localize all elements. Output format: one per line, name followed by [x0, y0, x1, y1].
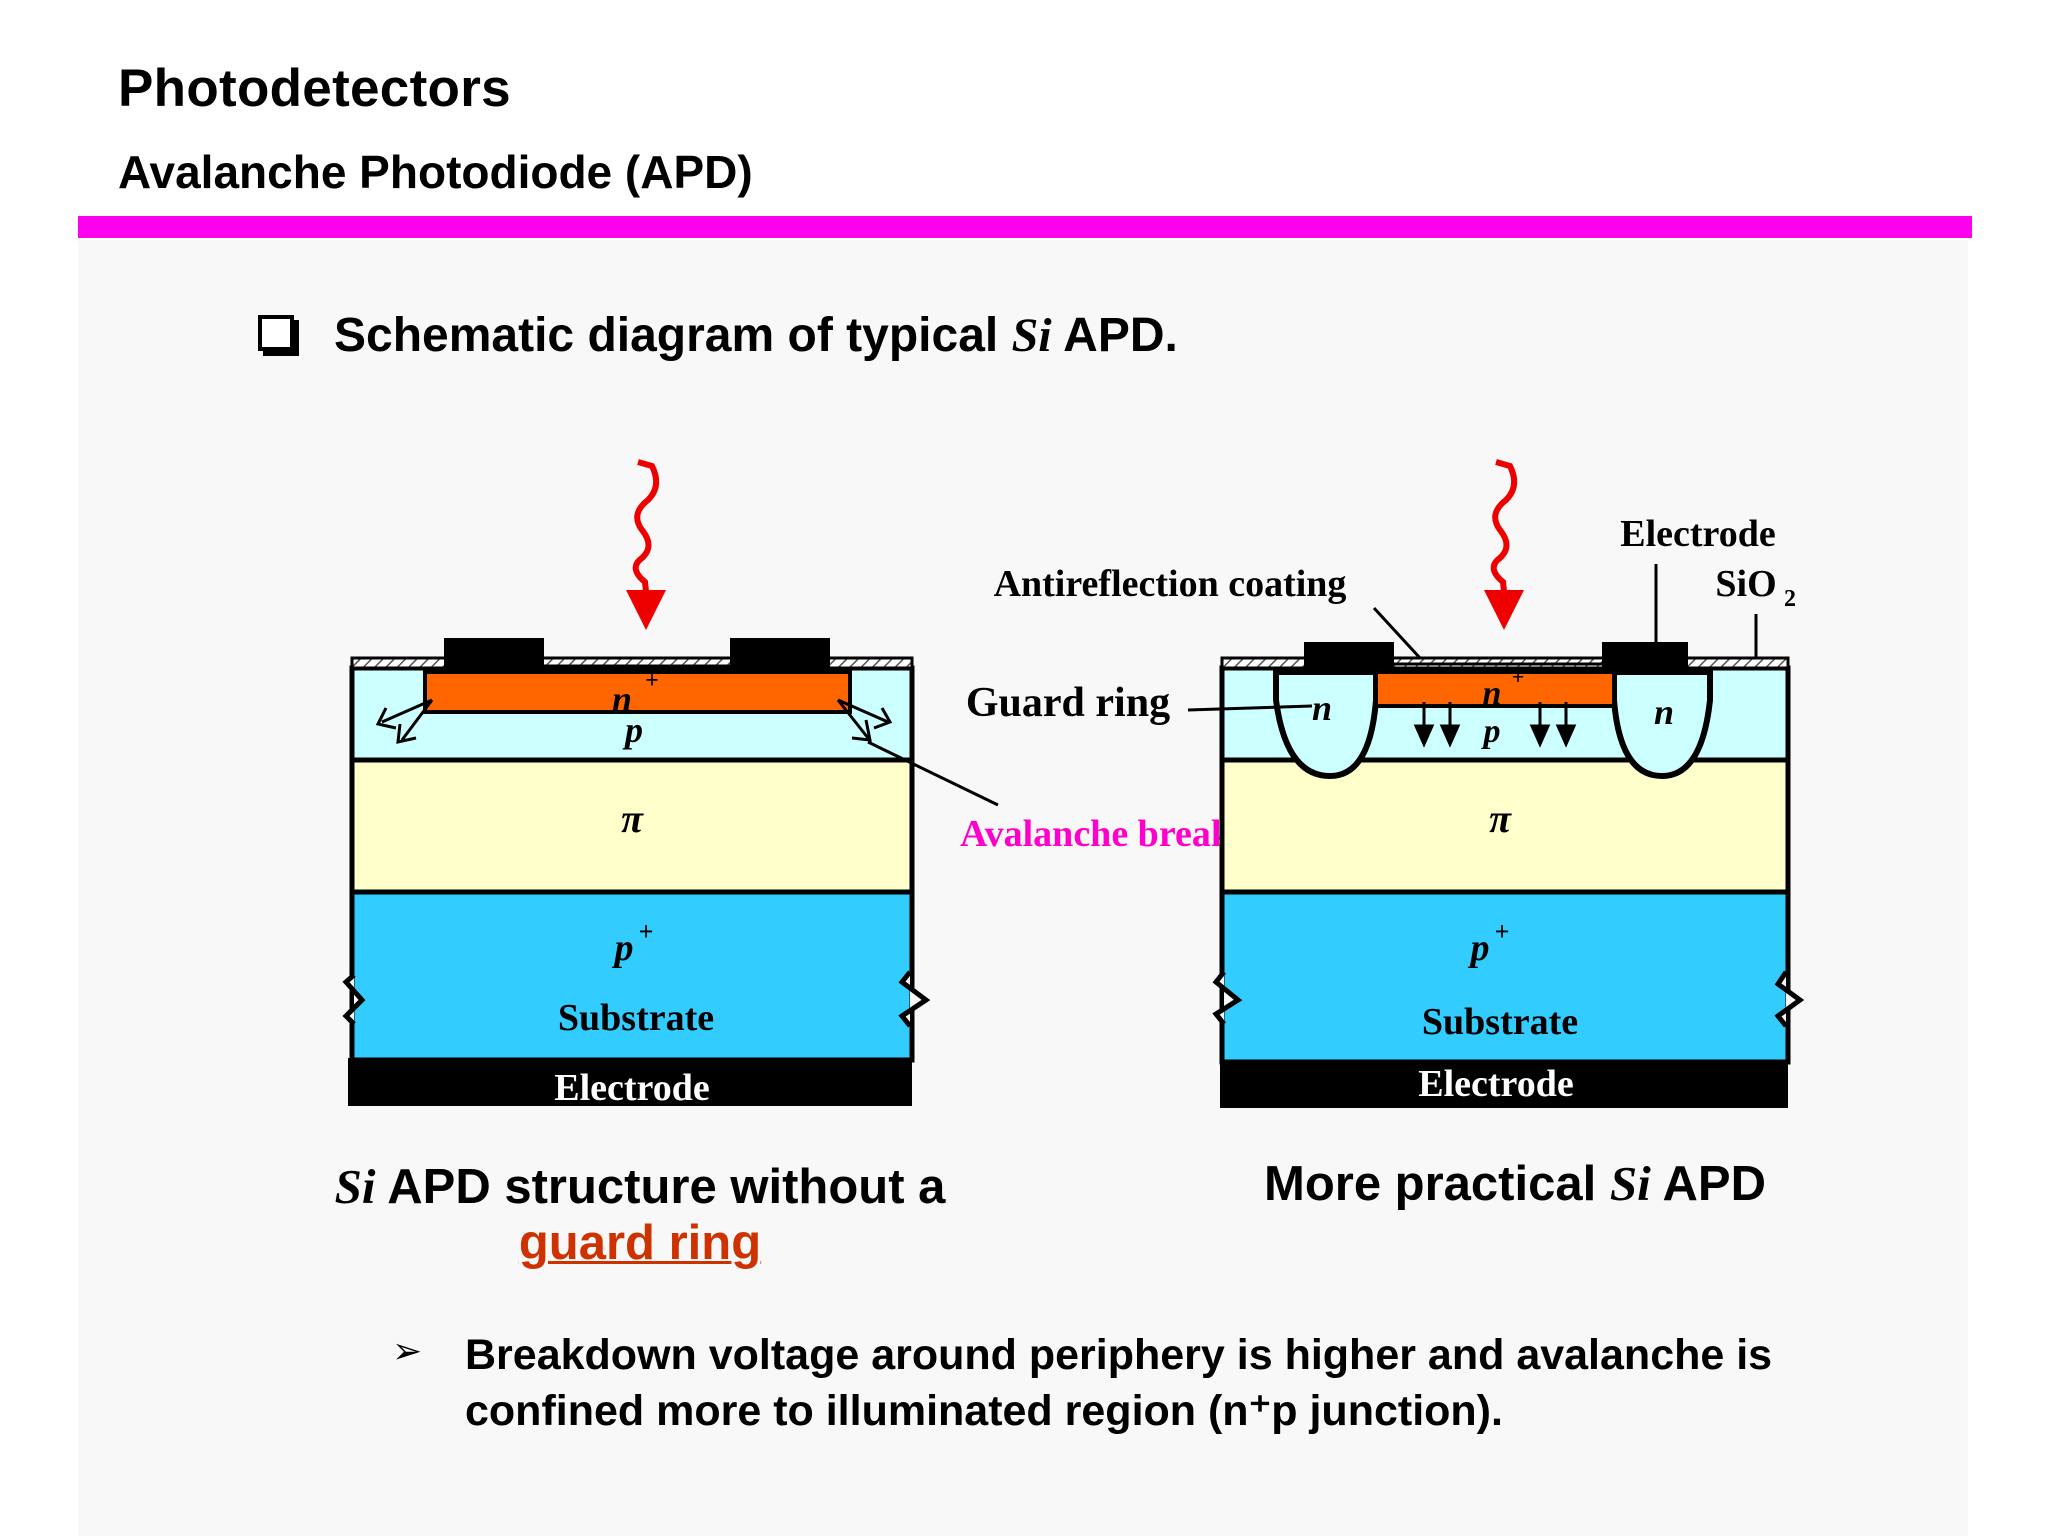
right-pi-label: π	[1489, 796, 1512, 841]
header-divider	[78, 216, 1972, 238]
right-avalanche-arrows	[1413, 702, 1577, 748]
left-caption-text: APD structure without a	[375, 1160, 946, 1214]
guard-ring-link[interactable]: guard ring	[518, 1216, 762, 1270]
left-bottom-electrode	[348, 1058, 912, 1106]
right-substrate-label: Substrate	[1422, 1001, 1578, 1043]
left-nplus-sup: +	[645, 668, 659, 694]
right-light-arrow-icon	[1490, 459, 1518, 611]
bullet-arrow-icon: ➢	[392, 1330, 423, 1371]
bullet-text: Breakdown voltage around periphery is hi…	[465, 1331, 1773, 1435]
left-electrode-label: Electrode	[554, 1067, 709, 1109]
left-break-mark-icon	[342, 973, 366, 1026]
right-caption: More practical Si APD	[1225, 1155, 1805, 1212]
left-substrate-label: Substrate	[558, 997, 714, 1039]
sio2-subscript: 2	[1784, 586, 1796, 612]
electrode-top-label: Electrode	[1620, 513, 1775, 555]
right-nplus-label: n	[1483, 675, 1502, 712]
left-p-label: p	[622, 710, 643, 750]
left-pi-layer	[349, 757, 915, 895]
left-pi-label: π	[621, 796, 644, 841]
left-oxide-coating	[350, 656, 914, 670]
left-nplus-label: n	[612, 679, 632, 719]
left-avalanche-arrows	[375, 698, 893, 744]
right-pplus-label: p	[1468, 927, 1490, 969]
sio2-label: SiO	[1715, 563, 1776, 605]
left-caption-italic: Si	[334, 1159, 376, 1214]
right-diagram-break-right-icon	[1774, 970, 1805, 1028]
antireflection-leader	[1372, 606, 1422, 660]
page-title: Photodetectors	[118, 59, 511, 118]
antireflection-label: Antireflection coating	[994, 563, 1347, 605]
left-nplus-layer	[423, 670, 852, 714]
heading-suffix: APD.	[1051, 309, 1178, 362]
right-break-mark-icon	[898, 970, 931, 1028]
right-nplus-layer	[1374, 670, 1616, 708]
right-apd-diagram: Antireflection coating Electrode SiO 2 G…	[966, 459, 1805, 1108]
left-caption: Si APD structure without a guard ring	[300, 1158, 980, 1271]
left-apd-diagram: n + p π p + Substrate Electrode	[342, 459, 931, 1109]
right-pplus-sup: +	[1495, 917, 1510, 946]
left-light-arrow-icon	[632, 459, 660, 611]
left-substrate-layer	[349, 889, 915, 1063]
right-n-left-label: n	[1312, 688, 1332, 728]
right-guard-ring-left	[1273, 669, 1379, 780]
checkbox-bullet-icon	[258, 315, 294, 351]
left-top-electrode-2	[730, 638, 830, 672]
left-light-arrowhead-icon	[626, 590, 666, 630]
page-subtitle: Avalanche Photodiode (APD)	[118, 146, 753, 198]
left-pplus-sup: +	[639, 917, 654, 946]
right-bottom-electrode	[1220, 1062, 1788, 1108]
heading-prefix: Schematic diagram of typical	[334, 309, 1012, 362]
heading-italic: Si	[1011, 309, 1052, 362]
left-top-electrode-1	[444, 638, 544, 672]
right-light-arrowhead-icon	[1484, 590, 1524, 630]
avalanche-leader-left	[867, 740, 999, 807]
right-electrode-label: Electrode	[1418, 1063, 1573, 1105]
right-diagram-break-left-icon	[1212, 970, 1243, 1026]
right-caption-prefix: More practical	[1264, 1157, 1610, 1211]
guard-ring-leader	[1187, 704, 1313, 712]
right-nplus-sup: +	[1512, 664, 1525, 689]
right-caption-suffix: APD	[1650, 1157, 1766, 1211]
right-n-right-label: n	[1654, 692, 1674, 732]
right-caption-italic: Si	[1609, 1156, 1651, 1211]
right-p-label: p	[1481, 713, 1501, 750]
section-heading: Schematic diagram of typical Si APD.	[258, 308, 1178, 363]
guard-ring-label: Guard ring	[966, 680, 1170, 726]
left-pplus-label: p	[612, 927, 634, 969]
right-top-electrode-2	[1602, 642, 1688, 672]
right-top-electrode-1	[1304, 642, 1394, 672]
right-pi-layer	[1219, 757, 1791, 895]
right-guard-ring-right	[1611, 669, 1713, 780]
